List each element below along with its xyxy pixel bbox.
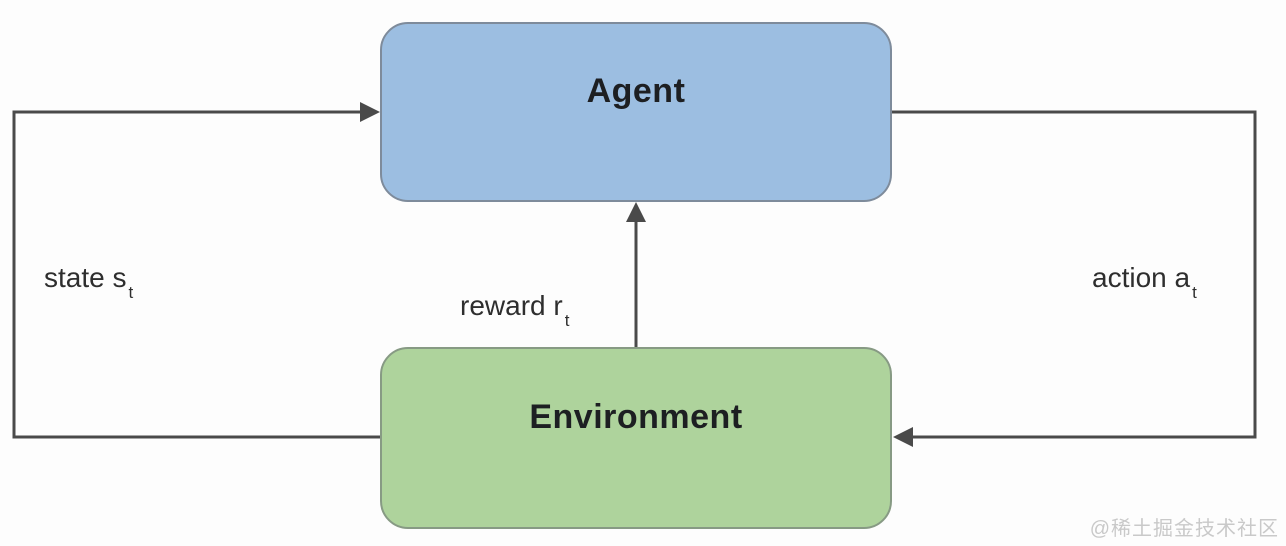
state-edge-text: state s (44, 262, 127, 293)
action-arrow (892, 110, 1257, 447)
reward-edge-text: reward r (460, 290, 563, 321)
reward-edge-subscript: t (564, 311, 570, 330)
action-arrowhead (893, 427, 913, 447)
state-edge-subscript: t (128, 283, 134, 302)
reward-arrowhead (626, 202, 646, 222)
watermark: @稀土掘金技术社区 (1089, 518, 1279, 540)
environment-node: Environment (380, 347, 892, 529)
environment-node-label: Environment (529, 397, 743, 436)
state-arrow (12, 102, 380, 439)
state-arrowhead (360, 102, 380, 122)
agent-node: Agent (380, 22, 892, 202)
reward-arrow (626, 202, 646, 347)
action-edge-subscript: t (1192, 283, 1197, 302)
action-edge-text: action a (1092, 262, 1191, 293)
agent-node-label: Agent (586, 71, 686, 110)
